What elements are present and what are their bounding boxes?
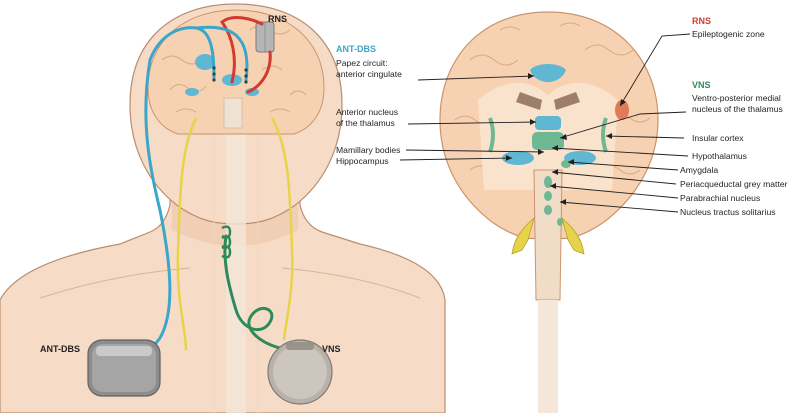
yellow-lead-right: [270, 117, 294, 341]
pointer-hippocampus: [399, 157, 513, 161]
hippocampus-left-coronal: [502, 151, 534, 165]
label-ant-dbs-title: ANT-DBS: [336, 44, 376, 54]
label-hippocampus: Hippocampus: [336, 156, 389, 166]
label-rns-left: RNS: [268, 14, 288, 24]
label-rns-title: RNS: [692, 16, 712, 26]
amygdala: [561, 160, 571, 168]
arrowheads: [506, 73, 626, 205]
coronal-brainstem: [533, 169, 563, 301]
pointer-ventro-posterior: [559, 111, 687, 139]
rns-lead: [219, 16, 264, 84]
pointer-periaqueductal: [551, 171, 677, 185]
collarbone-right: [281, 267, 421, 299]
pointer-lines: [399, 33, 691, 213]
label-periaqueductal: Periacqueductal grey matter: [680, 179, 788, 189]
label-ventro-line1: Ventro-posterior medial: [692, 93, 781, 103]
label-insular: Insular cortex: [692, 133, 744, 143]
pointer-parabrachial: [549, 185, 679, 199]
epileptogenic-zone-spot: [615, 100, 629, 120]
vns-coil: [221, 225, 232, 259]
brainstem: [223, 97, 243, 129]
insular-right: [601, 117, 608, 153]
label-anterior-line1: Anterior nucleus: [336, 107, 399, 117]
pointer-insular: [605, 135, 685, 139]
ant-dbs-generator-icon: [87, 339, 161, 397]
label-papez-line1: Papez circuit:: [336, 58, 388, 68]
insular-left: [488, 117, 495, 153]
rns-device-icon: [255, 21, 275, 53]
pointer-anterior-cingulate: [417, 75, 535, 81]
pointer-nucleus-tractus: [559, 201, 679, 213]
vagus-left: [511, 216, 535, 255]
vns-lead: [223, 234, 292, 352]
label-vns-title: VNS: [692, 80, 711, 90]
label-hypothalamus: Hypothalamus: [692, 151, 747, 161]
rns-lead-2: [246, 50, 272, 94]
thalamus-green: [532, 132, 564, 150]
pointer-amygdala: [567, 161, 679, 171]
yellow-lead-left: [176, 117, 198, 351]
spinal-cord-coronal: [538, 300, 558, 413]
label-epileptogenic: Epileptogenic zone: [692, 29, 765, 39]
label-amygdala: Amygdala: [680, 165, 719, 175]
label-nucleus-tractus: Nucleus tractus solitarius: [680, 207, 776, 217]
pointer-hypothalamus: [551, 147, 689, 157]
anterior-nucleus: [535, 116, 561, 130]
ventricle-left: [195, 54, 215, 70]
ant-dbs-lead-right: [194, 25, 249, 82]
patient-brain: [147, 9, 325, 135]
label-parabrachial: Parabrachial nucleus: [680, 193, 761, 203]
label-papez-line2: anterior cingulate: [336, 69, 402, 79]
label-ant-dbs-left: ANT-DBS: [40, 344, 80, 354]
label-anterior-line2: of the thalamus: [336, 118, 395, 128]
spinal-column: [213, 110, 259, 413]
collarbone-left: [39, 267, 191, 299]
label-mamillary: Mamillary bodies: [336, 145, 401, 155]
label-ventro-line2: nucleus of the thalamus: [692, 104, 783, 114]
pointer-anterior-nucleus: [407, 121, 537, 125]
electrode-contacts: [212, 66, 248, 84]
pointer-epileptogenic: [619, 33, 691, 107]
vns-generator-icon: [267, 339, 333, 405]
spinal-cord: [226, 100, 246, 413]
hippocampus-right: [245, 88, 259, 96]
pointer-mamillary: [405, 149, 545, 153]
anterior-cingulate: [530, 64, 566, 82]
lateral-ventricles: [516, 92, 580, 110]
vagus-right: [561, 216, 585, 255]
label-vns-left: VNS: [322, 344, 341, 354]
hippocampus-left: [185, 88, 199, 96]
brainstem-nuclei: [544, 176, 563, 226]
coronal-brain: [439, 11, 659, 413]
